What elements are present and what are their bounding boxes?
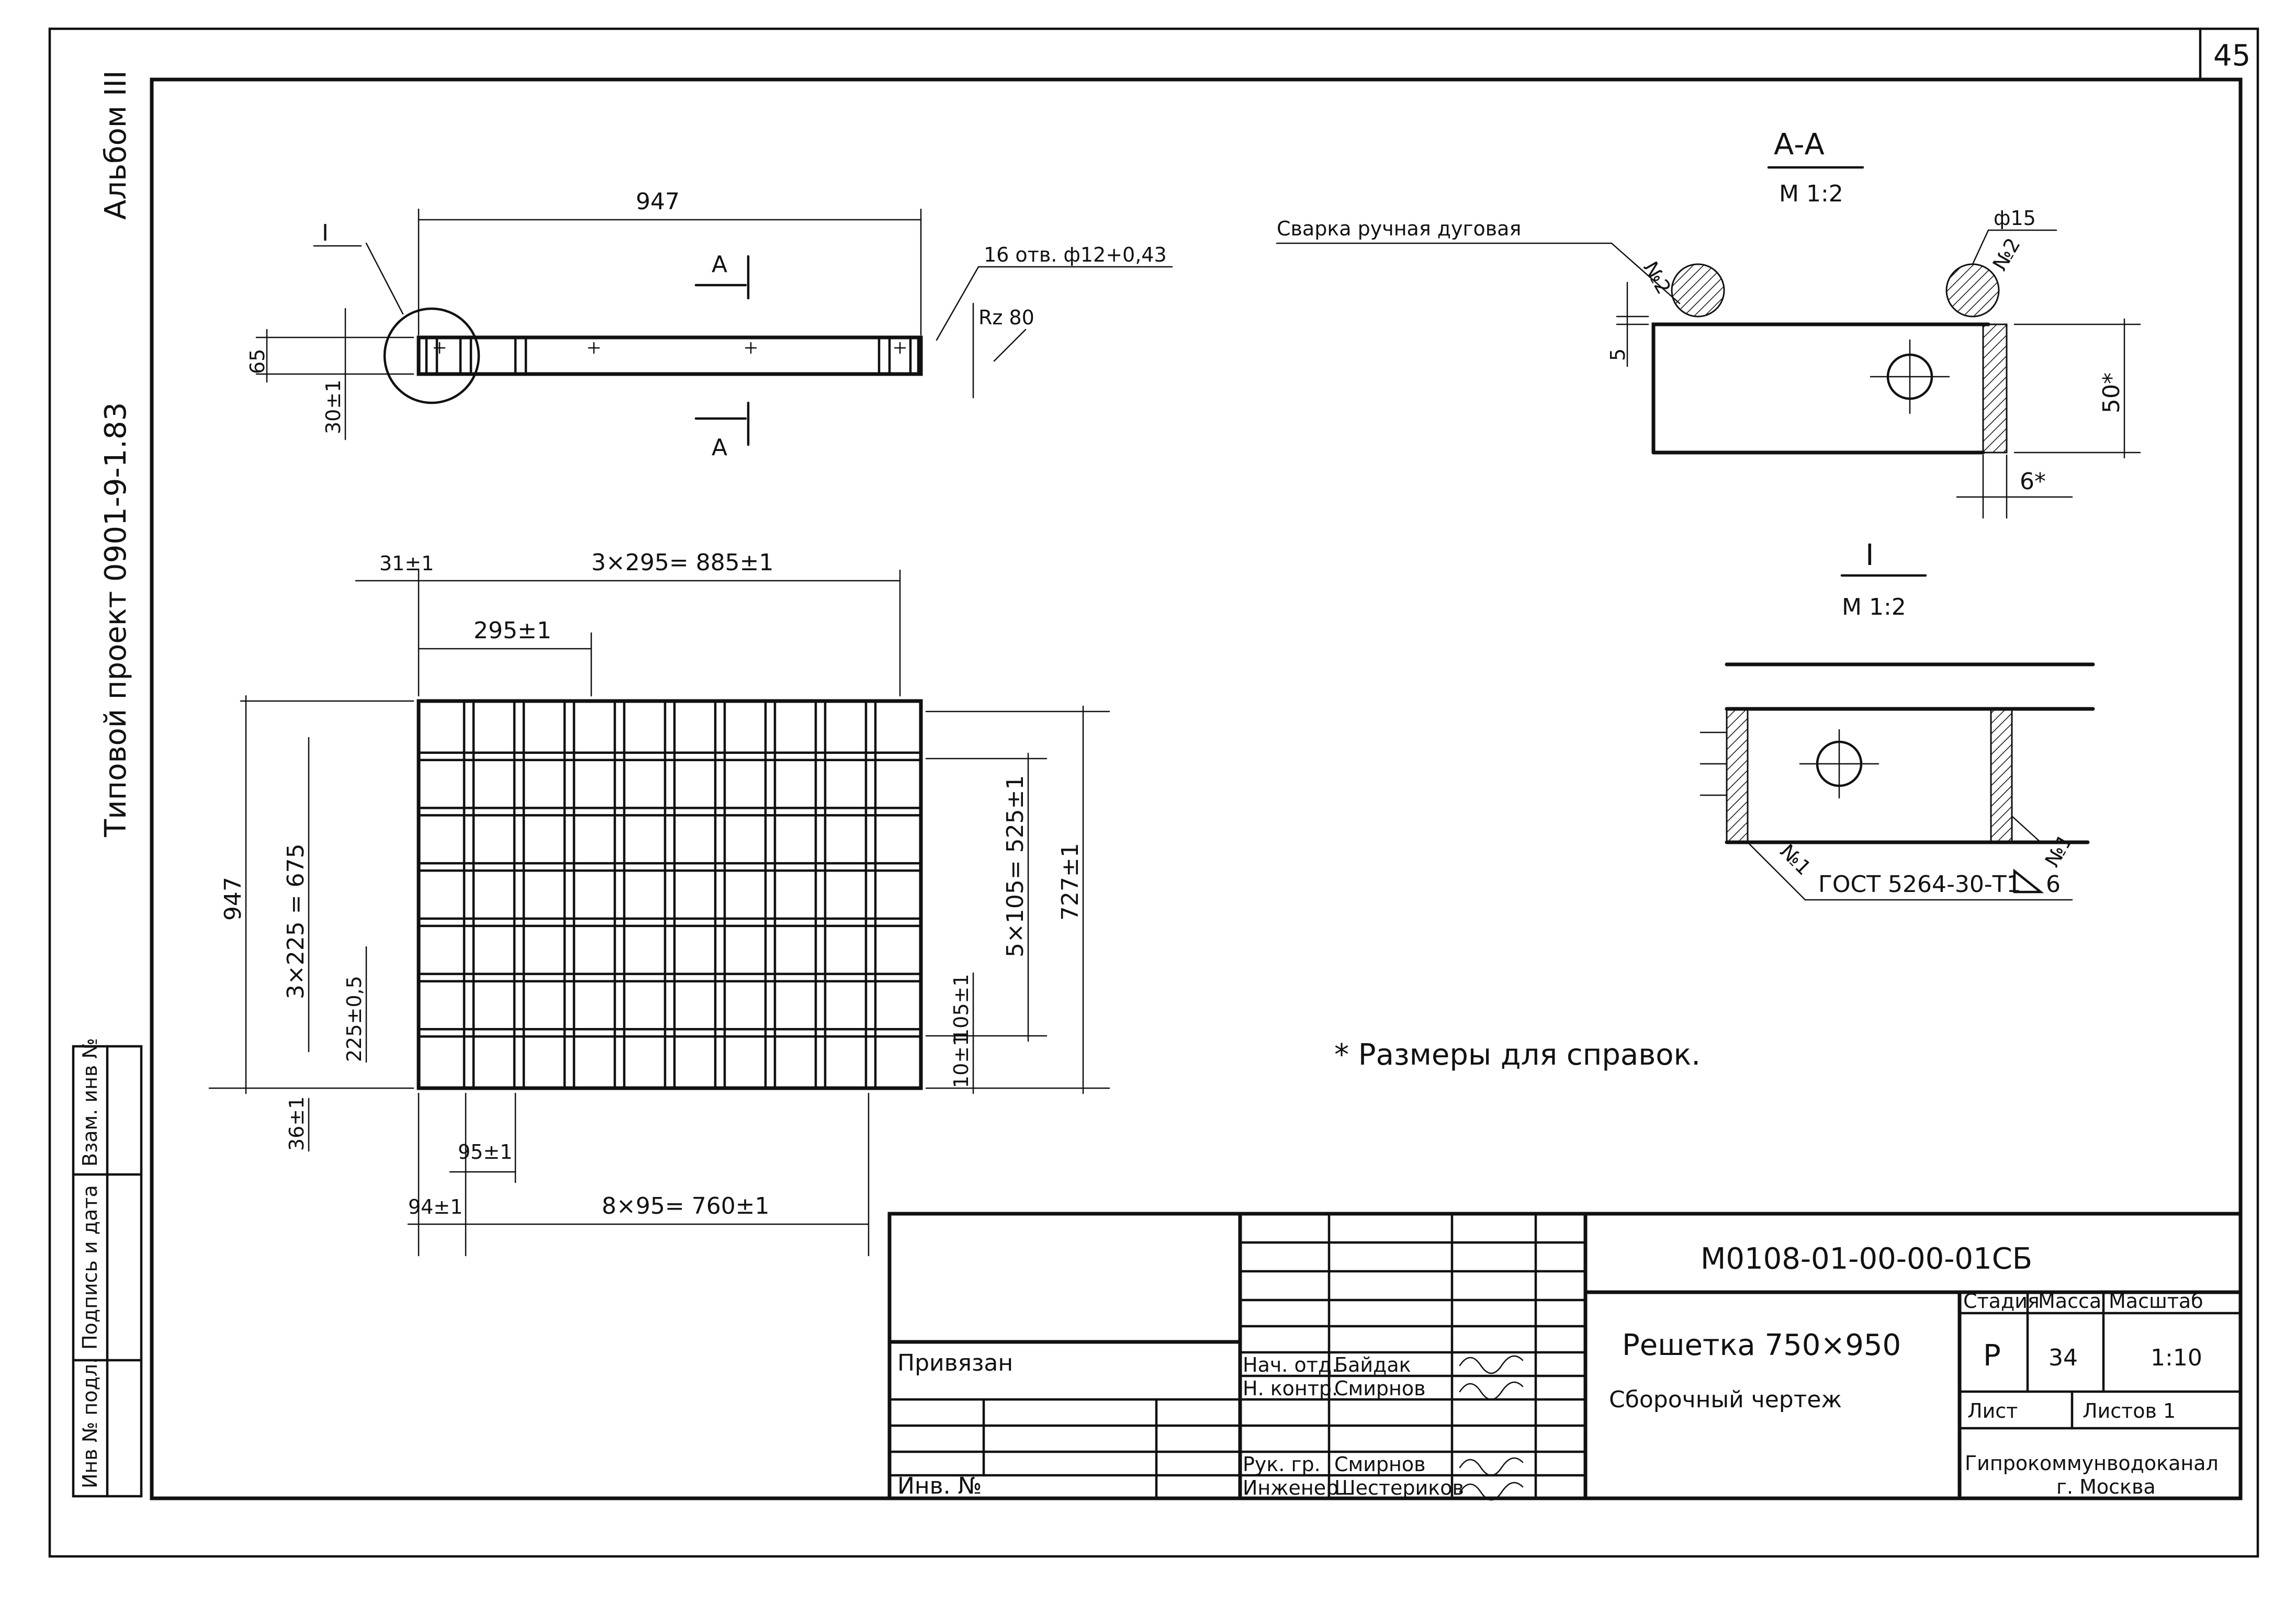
section-mark-top: А (712, 251, 727, 278)
dim-525: 5×105= 525±1 (1002, 775, 1029, 957)
weld-note: Сварка ручная дуговая (1277, 217, 1521, 240)
detail-ref-label: I (322, 220, 329, 246)
project-label: Типовой проект 0901-9-1.83 (99, 402, 133, 838)
signature-3 (1459, 1457, 1524, 1476)
roughness-mark: Rz 80 (978, 306, 1034, 329)
dim-95: 95±1 (458, 1140, 512, 1164)
name-line-2: Сборочный чертеж (1609, 1386, 1842, 1413)
org-line-2: г. Москва (2056, 1475, 2156, 1498)
stamp-sign-label: Подпись и дата (78, 1185, 102, 1350)
dim-30: 30±1 (322, 380, 345, 434)
scale-label: Масштаб (2109, 1290, 2203, 1313)
title-block: Привязан Инв. № Нач. отд. Байдак Н. конт… (887, 1212, 2243, 1501)
detail-i-title: I (1865, 538, 1874, 572)
doc-code: М0108-01-00-00-01СБ (1701, 1242, 2032, 1276)
name-line-1: Решетка 750×950 (1622, 1328, 1901, 1362)
outer-frame (48, 27, 2259, 1558)
weld-right-no: №2 (1988, 234, 2025, 274)
signature-2 (1459, 1381, 1524, 1400)
dim-727: 727±1 (1057, 843, 1084, 921)
holes-note: 16 отв. ф12+0,43 (984, 243, 1167, 266)
privyazan-label: Привязан (897, 1350, 1013, 1376)
reference-note: * Размеры для справок. (1334, 1038, 1701, 1072)
role-2: Н. контр. (1243, 1377, 1338, 1400)
stage-value: Р (1983, 1339, 2001, 1373)
signature-4 (1459, 1482, 1524, 1501)
scale-value: 1:10 (2151, 1345, 2202, 1371)
dim-5: 5 (1606, 348, 1629, 361)
section-aa-scale: М 1:2 (1779, 180, 1843, 207)
detail-weld-no: №1 (1776, 840, 1816, 879)
stage-label: Стадия (1963, 1290, 2040, 1313)
dim-947-top: 947 (636, 188, 680, 215)
dim-675: 3×225 = 675 (283, 843, 309, 999)
dim-94: 94±1 (408, 1195, 463, 1218)
sheets-label: Листов 1 (2083, 1399, 2176, 1422)
weld-leg: 6 (2046, 871, 2061, 898)
gost-note: ГОСТ 5264-30-Т1 (1818, 871, 2021, 898)
dim-65: 65 (246, 349, 269, 374)
rod-diameter: ф15 (1994, 207, 2036, 230)
dim-295: 295±1 (474, 617, 552, 644)
section-aa: А-А М 1:2 Сварка ручная дуговая ф15 №2 №… (1276, 128, 2141, 519)
album-label: Альбом III (99, 71, 133, 220)
dim-31: 31±1 (379, 552, 434, 575)
section-mark-bottom: А (712, 434, 727, 461)
section-aa-title: А-А (1774, 128, 1825, 162)
name-4: Шестериков (1334, 1476, 1464, 1499)
detail-weld-no-2: №1 (2041, 830, 2077, 871)
name-2: Смирнов (1334, 1377, 1426, 1400)
name-1: Байдак (1334, 1353, 1411, 1376)
inv-no-label: Инв. № (897, 1473, 982, 1499)
role-4: Инженер (1243, 1476, 1338, 1499)
stamp-replace-label: Взам. инв № (78, 1038, 102, 1167)
dim-947-left: 947 (220, 877, 246, 921)
detail-i-scale: М 1:2 (1842, 594, 1906, 620)
dim-225: 225±0,5 (343, 976, 366, 1062)
dim-885: 3×295= 885±1 (591, 549, 774, 576)
plan-view: 3×295= 885±1 31±1 295±1 947 3×225 = 675 … (208, 549, 1110, 1257)
role-1: Нач. отд. (1243, 1353, 1338, 1376)
mass-value: 34 (2049, 1345, 2078, 1371)
stamp-inv-label: Инв № подл. (78, 1358, 102, 1488)
side-view: I 947 65 30±1 А А 16 отв. ф12+0,43 Rz 80 (246, 188, 1173, 461)
dim-105: 105±1 (950, 974, 973, 1041)
sheet-label: Лист (1967, 1399, 2018, 1422)
mass-label: Масса (2038, 1290, 2101, 1313)
org-line-1: Гипрокоммунводоканал (1965, 1452, 2219, 1475)
dim-760: 8×95= 760±1 (602, 1193, 770, 1219)
dim-36: 36±1 (285, 1097, 308, 1151)
signature-1 (1459, 1355, 1524, 1374)
dim-50: 50* (2098, 372, 2125, 413)
dim-10: 10±1 (950, 1034, 973, 1088)
name-3: Смирнов (1334, 1453, 1426, 1476)
weld-left-no: №2 (1639, 258, 1675, 298)
detail-i: I М 1:2 №1 №1 ГОСТ 5264-30-Т1 6 (1700, 538, 2095, 901)
role-3: Рук. гр. (1243, 1453, 1321, 1476)
left-stamp: Инв № подл. Подпись и дата Взам. инв № (72, 1038, 143, 1498)
dim-6: 6* (2020, 468, 2046, 495)
sheet-number: 45 (2213, 39, 2250, 73)
